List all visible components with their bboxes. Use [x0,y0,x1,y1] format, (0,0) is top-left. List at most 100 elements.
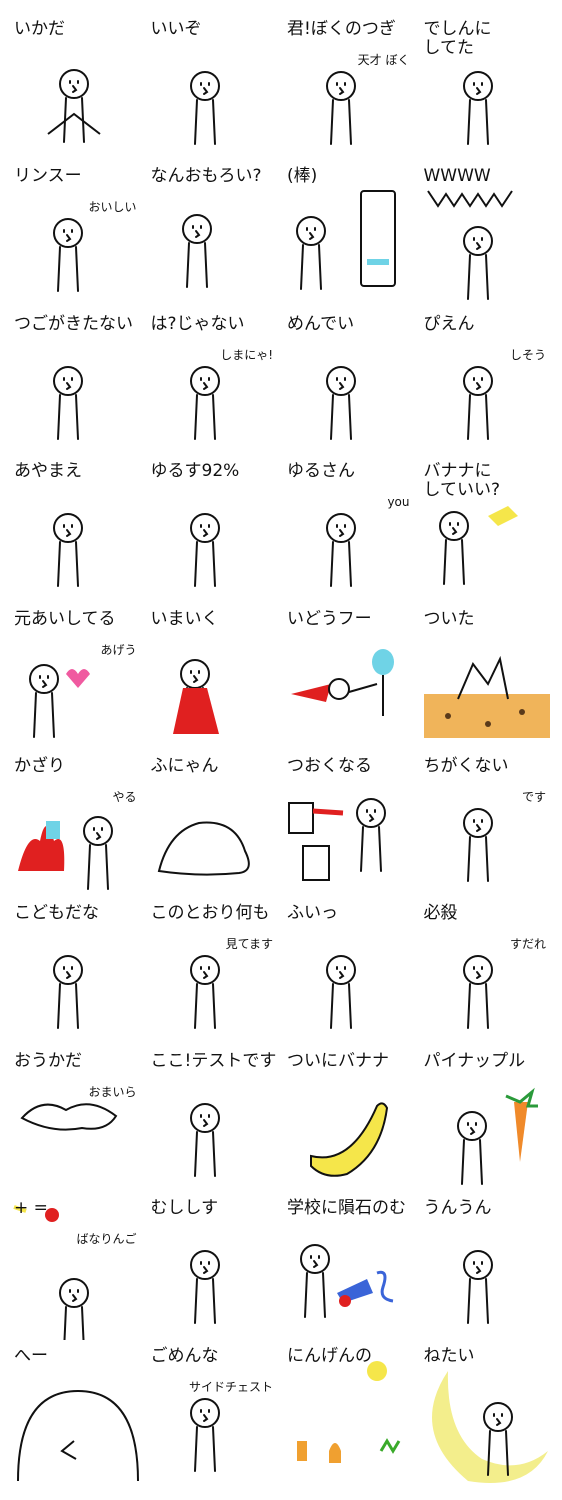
sticker-35[interactable]: 学校に隕石のむ [281,1193,418,1340]
stick-figure [189,513,220,588]
sticker-caption: ちがくない [423,755,509,776]
sticker-3[interactable]: 君!ぼくのつぎ天才 ぼく [281,14,418,161]
sticker-34[interactable]: むししす [145,1193,282,1340]
sticker-caption: こどもだな [14,903,99,924]
sticker-grid: いかだ いいぞ 君!ぼくのつぎ天才 ぼくでしんに してたリンスーおいしいなんおもろい… [8,14,554,1488]
sticker-11[interactable]: めんでい [281,309,418,456]
sticker-caption: + = [14,1198,48,1219]
sticker-7[interactable]: (棒) [281,161,418,308]
sticker-prop [360,190,396,288]
sticker-28[interactable]: 必殺すだれ [418,898,555,1045]
sticker-prop [18,820,65,871]
sticker-26[interactable]: このとおり何も見てます [145,898,282,1045]
sticker-17[interactable]: 元あいしてるあげう [8,604,145,751]
stick-figure [189,365,220,440]
sticker-40[interactable]: ねたい [418,1341,555,1488]
stick-figure [83,815,113,890]
sticker-illustration [189,365,220,440]
stick-figure [53,218,83,293]
sticker-24[interactable]: ちがくないです [418,751,555,898]
stick-figure [326,955,356,1030]
stick-figure [356,797,386,872]
stick-figure [189,1102,220,1177]
sticker-29[interactable]: おうかだおまいら [8,1046,145,1193]
sticker-illustration [47,69,101,143]
sticker-illustration [189,513,220,588]
sticker-subcaption: 見てます [225,937,273,952]
sticker-prop [310,1102,389,1177]
sticker-caption: めんでい [287,313,355,334]
sticker-illustration [300,1244,394,1319]
sticker-illustration [189,1102,220,1177]
sticker-36[interactable]: うんうん [418,1193,555,1340]
sticker-22[interactable]: ふにゃん [145,751,282,898]
sticker-2[interactable]: いいぞ [145,14,282,161]
sticker-6[interactable]: なんおもろい? [145,161,282,308]
sticker-caption: ゆるさん [287,461,355,482]
sticker-prop [17,1389,139,1481]
sticker-caption: いいぞ [150,19,202,39]
sticker-12[interactable]: ぴえんしそう [418,309,555,456]
sticker-caption: パイナップル [423,1050,526,1071]
sticker-39[interactable]: にんげんの [281,1341,418,1488]
sticker-prop [291,648,394,716]
sticker-illustration [53,513,83,588]
sticker-illustration [438,506,518,586]
sticker-27[interactable]: ふいっ [281,898,418,1045]
sticker-1[interactable]: いかだ [8,14,145,161]
sticker-13[interactable]: あやまえ [8,456,145,603]
sticker-prop [20,1103,118,1131]
sticker-illustration [291,648,394,716]
sticker-prop [337,1271,394,1308]
sticker-33[interactable]: + =ばなりんご [8,1193,145,1341]
stick-figure [456,1110,487,1185]
sticker-illustration [29,663,90,738]
sticker-caption: つごがきたない [14,313,133,334]
sticker-caption: うんうん [423,1198,492,1219]
sticker-subcaption: しそう [509,347,546,362]
stick-figure [462,365,493,440]
sticker-8[interactable]: WWWW [418,161,555,308]
sticker-37[interactable]: へー [8,1341,145,1488]
sticker-14[interactable]: ゆるす92% [145,456,282,603]
sticker-subcaption: しまにゃ! [220,347,273,362]
sticker-prop [172,687,219,734]
stick-figure [462,71,493,145]
sticker-caption: いかだ [14,19,65,39]
sticker-20[interactable]: ついた [418,604,555,751]
sticker-9[interactable]: つごがきたない [8,309,145,456]
sticker-illustration [172,658,219,734]
sticker-21[interactable]: かざりやる [8,751,145,898]
sticker-19[interactable]: いどうフー [281,604,418,751]
sticker-caption: は?じゃない [150,313,245,334]
sticker-5[interactable]: リンスーおいしい [8,161,145,308]
sticker-16[interactable]: バナナに していい? [418,456,555,603]
sticker-4[interactable]: でしんに してた [418,14,555,161]
sticker-31[interactable]: ついにバナナ [281,1046,418,1193]
sticker-23[interactable]: つおくなる [281,751,418,898]
sticker-caption: つおくなる [287,755,372,776]
sticker-illustration [326,71,356,145]
stick-figure [53,955,83,1030]
sticker-25[interactable]: こどもだな [8,898,145,1045]
sticker-caption: にんげんの [287,1345,372,1366]
stick-figure [326,71,356,145]
stick-figure [462,807,493,882]
sticker-32[interactable]: パイナップル [418,1046,555,1193]
stick-figure [29,663,59,738]
sticker-caption: なんおもろい? [150,166,262,187]
sticker-18[interactable]: いまいく [145,604,282,751]
sticker-10[interactable]: は?じゃないしまにゃ! [145,309,282,456]
stick-figure [189,1250,220,1325]
sticker-30[interactable]: ここ!テストです [145,1046,282,1193]
sticker-illustration [423,655,550,738]
sticker-subcaption: おいしい [88,200,137,215]
sticker-prop [288,801,344,881]
sticker-caption: あやまえ [14,461,82,482]
stick-figure [462,1250,493,1325]
sticker-illustration [20,1103,118,1131]
sticker-caption: ふにゃん [150,755,219,776]
sticker-38[interactable]: ごめんなサイドチェスト [145,1341,282,1488]
sticker-illustration [426,190,513,301]
